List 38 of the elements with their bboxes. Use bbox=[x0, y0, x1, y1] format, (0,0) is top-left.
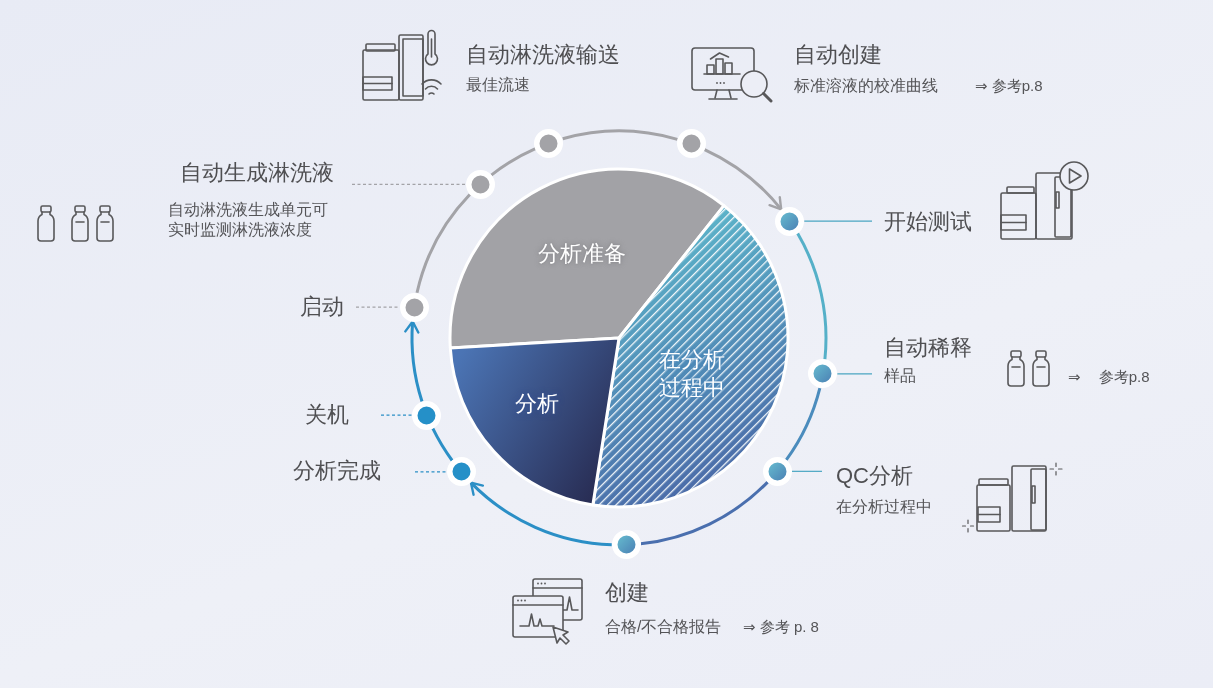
leader-line bbox=[803, 220, 873, 222]
step-title: 自动创建 bbox=[794, 41, 882, 69]
ring-arc bbox=[796, 232, 828, 360]
step-description: 自动淋洗液生成单元可实时监测淋洗液浓度 bbox=[168, 200, 329, 240]
arc-arrow bbox=[469, 481, 612, 547]
step-description: 标准溶液的校准曲线 bbox=[794, 76, 938, 96]
step-title: 自动生成淋洗液 bbox=[180, 160, 334, 186]
ring-arc bbox=[785, 387, 822, 461]
step-title: 启动 bbox=[300, 294, 344, 320]
ring-arc bbox=[490, 147, 537, 177]
step-title: 自动稀释 bbox=[884, 334, 972, 362]
step-title: 关机 bbox=[305, 402, 349, 428]
leader-line bbox=[380, 414, 414, 416]
step-description: 最佳流速 bbox=[466, 75, 530, 95]
page-reference: ⇒ 参考p.8 bbox=[1068, 367, 1150, 387]
leader-line bbox=[355, 306, 401, 308]
slice-label: 分析准备 bbox=[537, 240, 627, 268]
page-reference: ⇒ 参考 p. 8 bbox=[743, 617, 819, 637]
step-title: QC分析 bbox=[836, 462, 913, 490]
ring-arc bbox=[431, 427, 454, 462]
step-description: 合格/不合格报告 bbox=[605, 617, 722, 637]
slice-label: 分析 bbox=[514, 390, 560, 418]
page-reference: ⇒ 参考p.8 bbox=[975, 76, 1043, 96]
step-description: 在分析过程中 bbox=[836, 497, 932, 517]
step-title: 开始测试 bbox=[884, 209, 972, 235]
leader-line bbox=[351, 183, 467, 185]
step-title: 自动淋洗液输送 bbox=[466, 41, 620, 69]
ring-arc bbox=[562, 129, 678, 141]
step-description: 样品 bbox=[884, 366, 916, 386]
step-title: 创建 bbox=[605, 579, 649, 607]
leader-line bbox=[836, 373, 873, 375]
arc-arrow bbox=[404, 320, 424, 402]
step-title: 分析完成 bbox=[293, 458, 381, 484]
leader-line bbox=[791, 470, 823, 472]
leader-line bbox=[414, 471, 448, 473]
ring-arc bbox=[640, 481, 769, 546]
arc-arrow bbox=[703, 148, 783, 211]
ring-arc bbox=[415, 193, 471, 294]
